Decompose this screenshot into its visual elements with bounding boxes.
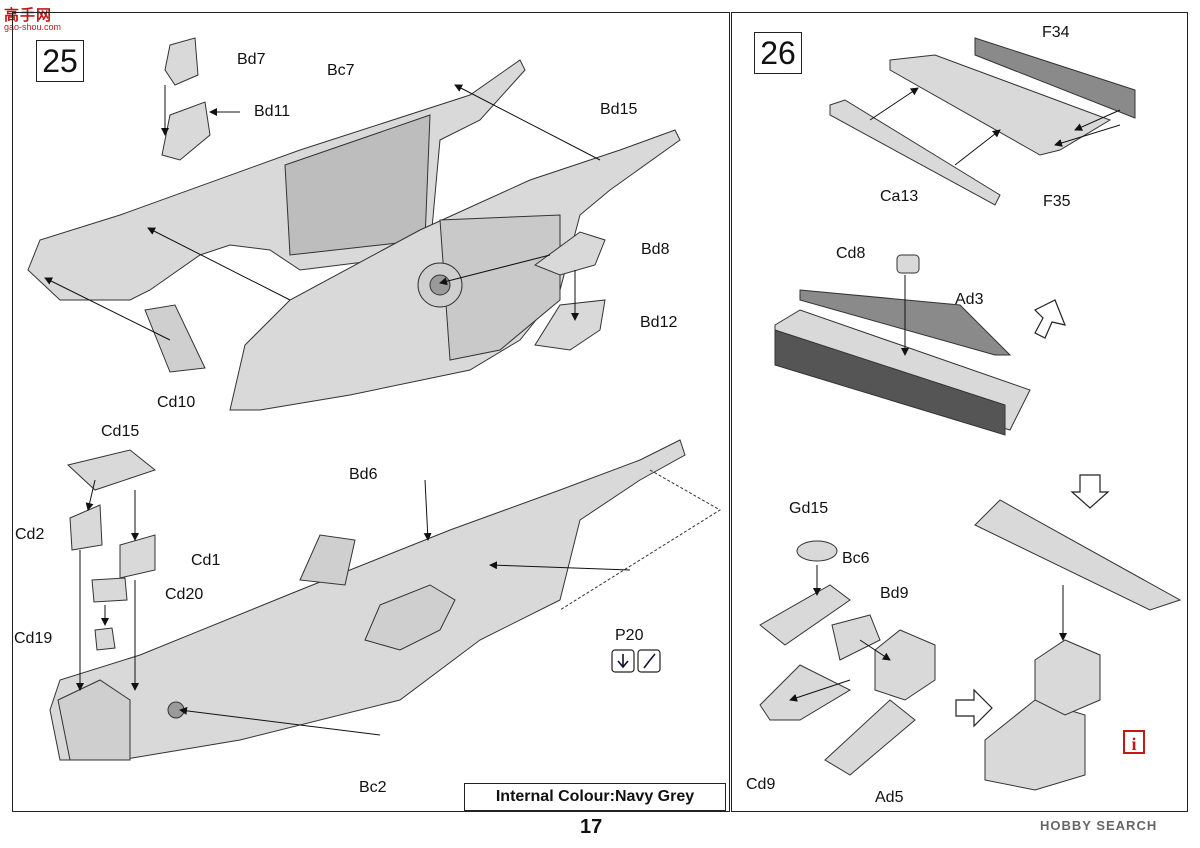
grille-cd10 [144, 304, 206, 373]
part-bc6 [759, 584, 851, 646]
hollow-arrow-3 [955, 688, 993, 728]
fuselage-nose-grille [57, 679, 131, 761]
label-cd9: Cd9 [746, 776, 776, 793]
part-bd7 [164, 37, 199, 86]
label-ca13: Ca13 [880, 188, 919, 205]
label-bc7: Bc7 [327, 62, 355, 79]
part-cd2 [69, 504, 103, 551]
step-25-panel [12, 12, 730, 812]
watermark-logo: 高手网 gao-shou.com [4, 4, 70, 34]
step-26-number: 26 [754, 32, 802, 74]
part-cd20 [91, 577, 128, 603]
label-cd8: Cd8 [836, 245, 866, 262]
label-bd15: Bd15 [600, 101, 638, 118]
part-bd11 [161, 101, 211, 161]
label-bc6: Bc6 [842, 550, 870, 567]
tray-middle-front [774, 329, 1006, 436]
info-icon: i [1123, 730, 1145, 754]
fuselage-assembly [49, 439, 686, 761]
label-cd1: Cd1 [191, 552, 221, 569]
label-cd15: Cd15 [101, 423, 140, 440]
label-bd6: Bd6 [349, 466, 378, 483]
part-cd8 [896, 254, 920, 274]
fuselage-right-tail [439, 214, 561, 361]
label-ad3: Ad3 [955, 291, 984, 308]
label-cd20: Cd20 [165, 586, 204, 603]
tray-final [974, 499, 1182, 611]
part-cd1 [119, 534, 156, 579]
hobby-search-watermark: HOBBY SEARCH [1040, 818, 1158, 833]
label-cd2: Cd2 [15, 526, 45, 543]
step-25-number: 25 [36, 40, 84, 82]
label-gd15: Gd15 [789, 500, 829, 517]
fuel-pump-final [1034, 639, 1101, 716]
fuel-pump [874, 629, 936, 701]
label-f35: F35 [1043, 193, 1071, 210]
label-bd11: Bd11 [254, 103, 291, 120]
upper-vent-tube [299, 534, 356, 586]
hollow-arrow-2 [1070, 474, 1110, 509]
p20-wire [559, 469, 721, 611]
watermark-url: gao-shou.com [4, 22, 62, 32]
part-gd15 [796, 540, 838, 562]
assembly-final [984, 699, 1086, 791]
label-p20: P20 [615, 627, 644, 644]
hollow-arrow-1 [1033, 299, 1066, 339]
part-f34 [974, 37, 1136, 119]
label-cd19: Cd19 [14, 630, 53, 647]
label-bd8: Bd8 [641, 241, 670, 258]
step-26-panel [731, 12, 1188, 812]
tray-upper [889, 54, 1112, 156]
label-bd9: Bd9 [880, 585, 909, 602]
part-bd12 [534, 299, 606, 351]
label-f34: F34 [1042, 24, 1070, 41]
part-cd19 [94, 627, 116, 651]
part-cd15 [66, 449, 157, 491]
side-intake-pipe [364, 584, 456, 651]
label-bd12: Bd12 [640, 314, 678, 331]
part-bd9 [831, 614, 881, 661]
page-number: 17 [580, 816, 603, 838]
watermark-chinese: 高手网 [4, 7, 53, 24]
internal-colour-note: Internal Colour:Navy Grey [464, 783, 726, 811]
label-bc2: Bc2 [359, 779, 387, 796]
part-cd9 [759, 664, 852, 721]
label-cd10: Cd10 [157, 394, 196, 411]
label-ad5: Ad5 [875, 789, 904, 806]
part-ad5 [824, 699, 916, 776]
label-bd7: Bd7 [237, 51, 266, 68]
part-bd8 [533, 231, 606, 276]
part-ca13 [829, 99, 1001, 206]
